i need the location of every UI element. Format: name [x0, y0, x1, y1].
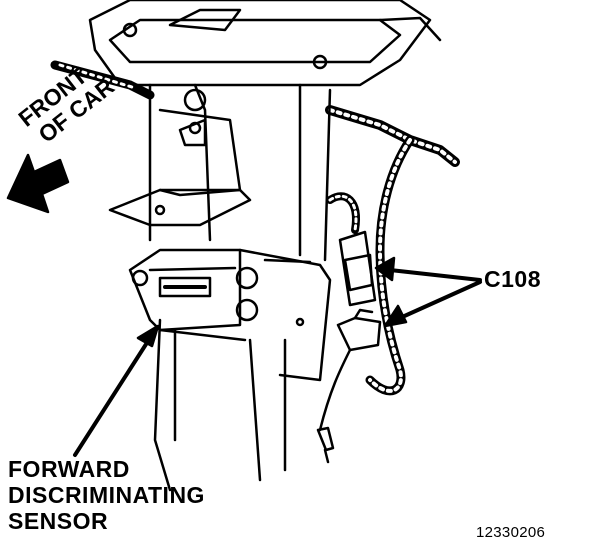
sensor-wiring — [318, 135, 415, 432]
pigtail-plug — [316, 426, 335, 464]
upper-crossmember — [88, 0, 442, 87]
sensor-label: FORWARD DISCRIMINATING SENSOR — [8, 456, 268, 534]
sensor-label-line2: DISCRIMINATING — [8, 482, 205, 508]
wire-harness-right — [325, 105, 460, 167]
forward-discriminating-sensor — [128, 248, 332, 382]
front-of-car-arrow — [6, 153, 70, 214]
connector-label: C108 — [484, 266, 541, 292]
sensor-label-line1: FORWARD — [8, 456, 130, 482]
c108-leader-arrows — [374, 256, 482, 328]
wire-harness-left — [50, 60, 155, 100]
c108-connector — [336, 230, 382, 352]
mounting-bracket — [108, 88, 252, 227]
part-number: 12330206 — [476, 524, 546, 541]
sensor-label-line3: SENSOR — [8, 508, 109, 534]
sensor-leader-arrow — [73, 324, 160, 457]
frame-post — [148, 83, 332, 492]
